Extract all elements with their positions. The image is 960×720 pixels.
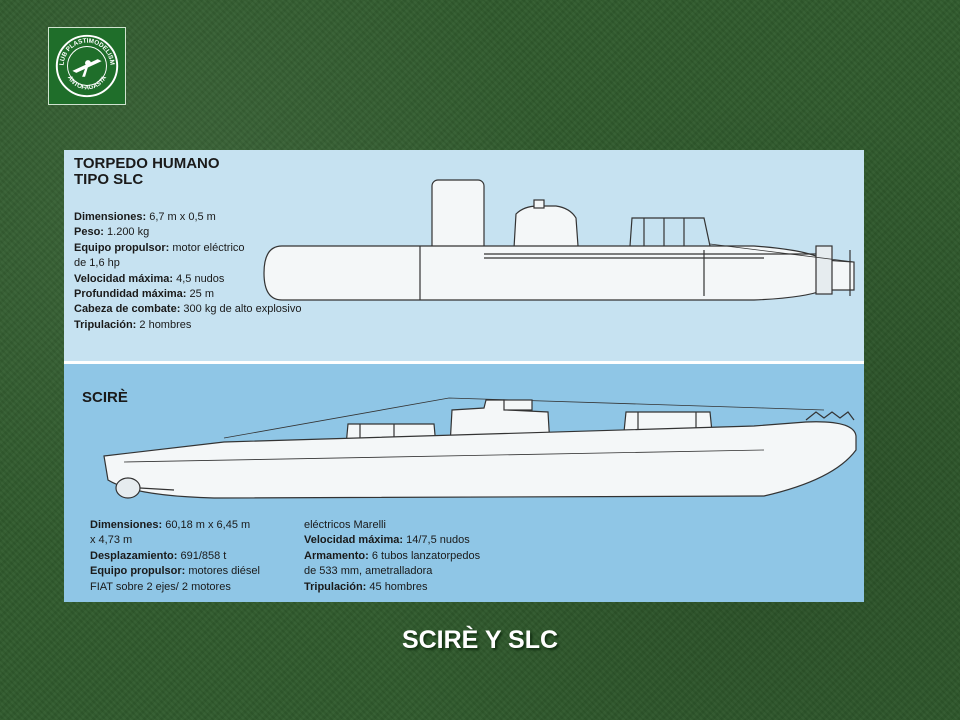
spec-label: Velocidad máxima:	[304, 534, 404, 547]
spec-label: Armamento:	[304, 549, 369, 562]
spec-row: Dimensiones: 60,18 m x 6,45 m	[90, 518, 260, 533]
spec-value: 6,7 m x 0,5 m	[146, 211, 216, 223]
spec-value: eléctricos Marelli	[304, 519, 386, 531]
spec-row: Velocidad máxima: 14/7,5 nudos	[304, 533, 480, 548]
spec-value: 14/7,5 nudos	[403, 534, 470, 547]
scire-title: SCIRÈ	[82, 389, 128, 406]
spec-row: eléctricos Marelli	[304, 518, 480, 533]
spec-row: FIAT sobre 2 ejes/ 2 motores	[90, 580, 260, 595]
spec-value: 2 hombres	[136, 318, 192, 331]
spec-label: Velocidad máxima:	[74, 272, 174, 285]
spec-value: FIAT sobre 2 ejes/ 2 motores	[90, 580, 231, 593]
spec-row: x 4,73 m	[90, 533, 260, 548]
spec-value: 691/858 t	[177, 549, 227, 562]
spec-value: 300 kg de alto explosivo	[180, 303, 302, 316]
spec-value: motores diésel	[185, 565, 260, 578]
club-logo: CLUB PLASTIMODELISMO ANTOFAGASTA	[48, 27, 126, 105]
spec-label: Peso:	[74, 226, 104, 239]
spec-row: Tripulación: 2 hombres	[74, 318, 301, 333]
spec-row: Tripulación: 45 hombres	[304, 580, 480, 595]
spec-label: Tripulación:	[304, 580, 367, 593]
spec-label: Cabeza de combate:	[74, 303, 181, 316]
spec-row: Profundidad máxima: 25 m	[74, 287, 301, 302]
spec-label: Dimensiones:	[74, 211, 147, 223]
spec-row: Armamento: 6 tubos lanzatorpedos	[304, 549, 480, 564]
spec-row: Peso: 1.200 kg	[74, 225, 301, 240]
spec-value: 60,18 m x 6,45 m	[162, 519, 251, 531]
slc-title-line2: TIPO SLC	[74, 171, 144, 188]
panel-divider	[64, 361, 864, 364]
spec-label: Desplazamiento:	[90, 549, 178, 562]
spec-row: Cabeza de combate: 300 kg de alto explos…	[74, 302, 301, 317]
spec-value: 4,5 nudos	[173, 272, 225, 285]
scire-submarine-drawing	[103, 397, 857, 499]
spec-row: Velocidad máxima: 4,5 nudos	[74, 272, 301, 287]
spec-row: Dimensiones: 6,7 m x 0,5 m	[74, 210, 301, 225]
slc-torpedo-drawing	[263, 179, 855, 301]
spec-row: Desplazamiento: 691/858 t	[90, 549, 260, 564]
club-logo-emblem-icon: CLUB PLASTIMODELISMO ANTOFAGASTA	[49, 28, 119, 98]
spec-label: Equipo propulsor:	[90, 565, 186, 578]
spec-value: 1.200 kg	[103, 226, 150, 239]
spec-value: de 533 mm, ametralladora	[304, 565, 433, 578]
spec-value: 45 hombres	[366, 580, 428, 593]
spec-value: 6 tubos lanzatorpedos	[368, 549, 481, 562]
slc-title: TORPEDO HUMANO TIPO SLC	[74, 156, 220, 188]
spec-row: de 533 mm, ametralladora	[304, 564, 480, 579]
spec-row: Equipo propulsor: motores diésel	[90, 564, 260, 579]
spec-value: 25 m	[186, 288, 214, 301]
spec-label: Equipo propulsor:	[74, 241, 170, 254]
technical-drawings	[103, 179, 857, 499]
spec-row: de 1,6 hp	[74, 256, 301, 271]
slc-title-line1: TORPEDO HUMANO	[74, 155, 220, 172]
submarine-info-poster: TORPEDO HUMANO TIPO SLC Dimensiones: 6,7…	[64, 150, 864, 602]
spec-label: Dimensiones:	[90, 519, 163, 531]
spec-value: de 1,6 hp	[74, 257, 120, 270]
spec-value: motor eléctrico	[169, 241, 245, 254]
slide-caption: SCIRÈ Y SLC	[401, 626, 559, 654]
spec-value: x 4,73 m	[90, 534, 133, 547]
spec-label: Profundidad máxima:	[74, 288, 187, 301]
spec-row: Equipo propulsor: motor eléctrico	[74, 241, 301, 256]
spec-label: Tripulación:	[74, 318, 137, 331]
